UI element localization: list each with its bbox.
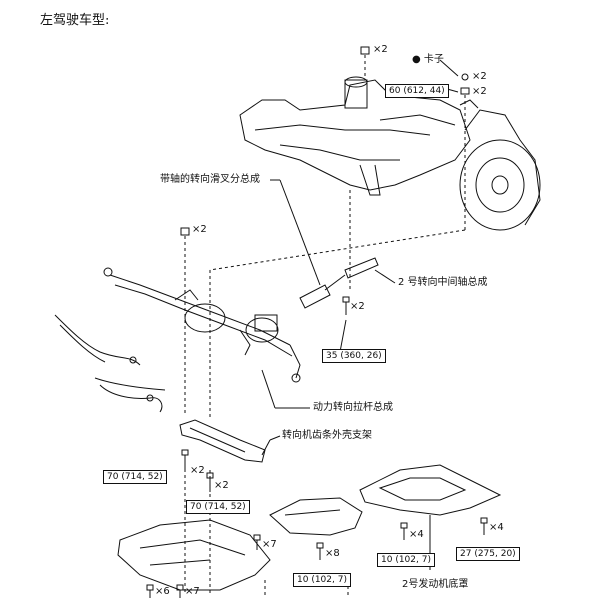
qty-bottom-a: ×6	[155, 586, 170, 597]
qty-rack-nut: ×2	[192, 224, 207, 235]
page-title: 左驾驶车型:	[40, 13, 110, 28]
bolts	[146, 296, 488, 598]
qty-clip: ×2	[472, 71, 487, 82]
torque-cover-c: 27 (275, 20)	[456, 547, 520, 561]
intermediate-shaft-label: 2 号转向中间轴总成	[398, 277, 488, 288]
torque-cover-a: 10 (102, 7)	[377, 553, 435, 567]
qty-cover-c: ×4	[409, 529, 424, 540]
qty-bracket-bolt-2: ×2	[214, 480, 229, 491]
clip-label: ● 卡子	[412, 54, 444, 65]
front-subframe	[239, 76, 471, 196]
engine-under-cover-mid	[269, 497, 363, 536]
qty-subframe-nut: ×2	[472, 86, 487, 97]
leader-lines	[261, 59, 459, 456]
torque-bracket-1: 70 (714, 52)	[103, 470, 167, 484]
engine-cover-label: 2号发动机底罩	[402, 579, 469, 590]
hoses	[54, 314, 166, 413]
qty-cover-a: ×7	[262, 539, 277, 550]
knuckle-disc	[459, 99, 541, 231]
rack-bracket-label: 转向机齿条外壳支架	[282, 430, 372, 441]
qty-cover-b: ×8	[325, 548, 340, 559]
qty-top-nut: ×2	[373, 44, 388, 55]
engine-under-cover-left	[117, 519, 271, 591]
rack-bracket	[179, 419, 266, 463]
torque-cover-b: 10 (102, 7)	[293, 573, 351, 587]
qty-shaft-bolt: ×2	[350, 301, 365, 312]
steering-rack	[103, 267, 301, 383]
sliding-yoke-label: 带轴的转向滑叉分总成	[160, 174, 260, 185]
guide-lines	[184, 55, 466, 595]
intermediate-shaft	[299, 257, 379, 309]
qty-cover-d: ×4	[489, 522, 504, 533]
qty-bottom-b: ×7	[185, 586, 200, 597]
qty-bracket-bolt: ×2	[190, 465, 205, 476]
clip-label-text: 卡子	[423, 54, 444, 65]
torque-shaft: 35 (360, 26)	[322, 349, 386, 363]
power-rack-label: 动力转向拉杆总成	[313, 402, 393, 413]
torque-subframe: 60 (612, 44)	[385, 84, 449, 98]
torque-bracket-2: 70 (714, 52)	[186, 500, 250, 514]
